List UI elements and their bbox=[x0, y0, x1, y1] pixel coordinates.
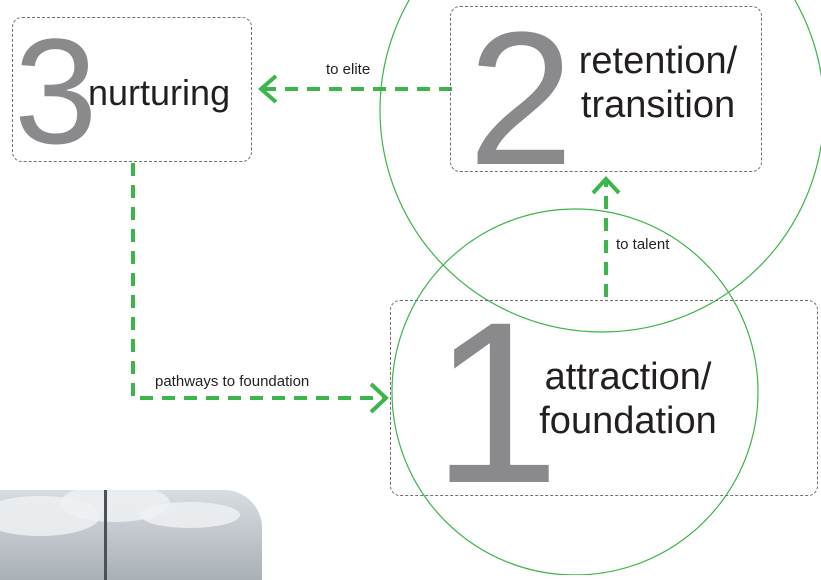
stage-number-2: 2 bbox=[468, 0, 574, 205]
pathways-arrowhead bbox=[369, 382, 389, 414]
stage-label-retention-line2: transition bbox=[580, 83, 736, 126]
stage-label-attraction: attraction/ foundation bbox=[530, 356, 726, 443]
sky-photo bbox=[0, 490, 262, 580]
flag-pole bbox=[104, 490, 107, 580]
stage-label-retention: retention/ transition bbox=[572, 40, 744, 127]
stage-box-attraction bbox=[390, 300, 818, 496]
stage-label-attraction-line2: foundation bbox=[539, 399, 717, 442]
cloud-shape bbox=[140, 502, 240, 528]
stage-box-nurturing bbox=[12, 17, 252, 162]
to-talent-arrowhead bbox=[591, 176, 621, 195]
connector-label-to-elite: to elite bbox=[326, 61, 371, 78]
connector-label-pathways: pathways to foundation bbox=[155, 373, 310, 390]
stage-number-1: 1 bbox=[432, 274, 560, 531]
circle-retention-ring bbox=[379, 0, 821, 333]
stage-box-retention bbox=[450, 6, 762, 172]
pathways-arrow-line bbox=[131, 163, 385, 400]
stage-number-3: 3 bbox=[14, 7, 98, 175]
connector-label-to-talent: to talent bbox=[616, 236, 670, 253]
to-elite-arrowhead bbox=[257, 74, 278, 104]
stage-label-attraction-line1: attraction/ bbox=[544, 356, 712, 398]
stage-label-nurturing: nurturing bbox=[88, 72, 231, 113]
stage-label-retention-line1: retention/ bbox=[578, 40, 738, 82]
circle-attraction-ring bbox=[391, 208, 759, 575]
